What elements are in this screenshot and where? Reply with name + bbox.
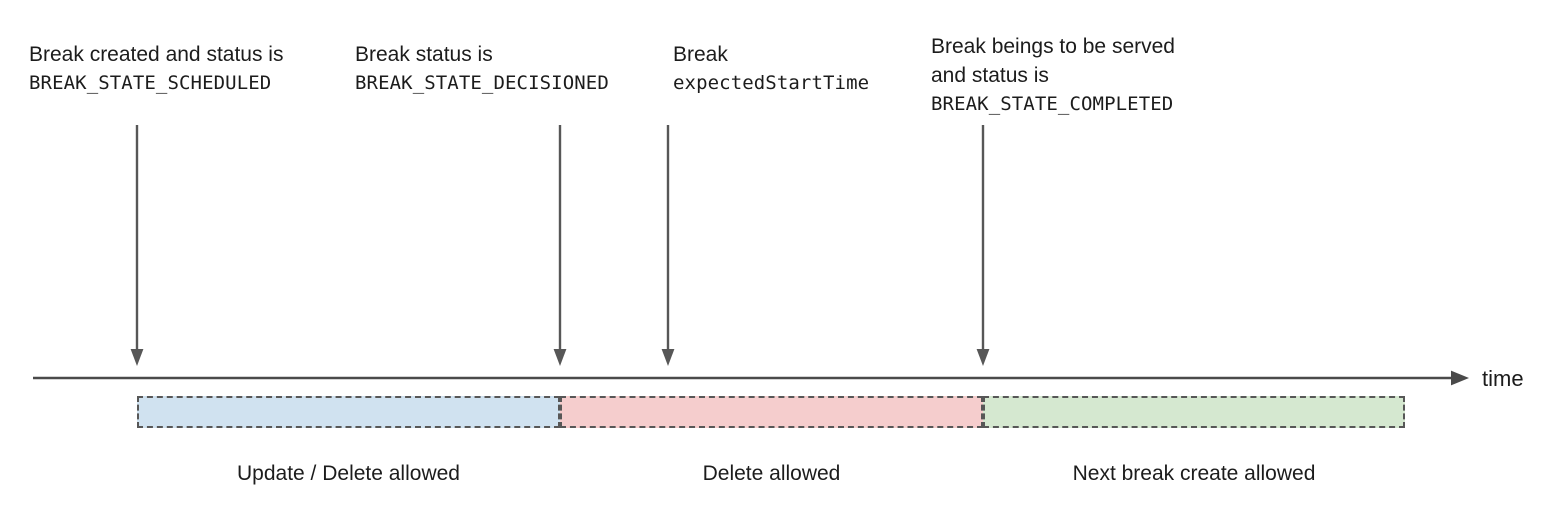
phase-caption-decisioned: Delete allowed xyxy=(702,462,841,485)
phase-caption-completed: Next break create allowed xyxy=(1072,462,1316,485)
annotation-completed-state: BREAK_STATE_COMPLETED xyxy=(931,93,1174,115)
annotation-expected-start-time-text: Break xyxy=(673,43,728,66)
annotation-decisioned: Break status is BREAK_STATE_DECISIONED xyxy=(355,40,609,98)
annotation-expected-start-time-field: expectedStartTime xyxy=(673,72,870,94)
phase-caption-scheduled: Update / Delete allowed xyxy=(237,462,460,485)
time-axis-label: time xyxy=(1482,366,1524,391)
arrow-down-icon xyxy=(553,125,567,367)
annotation-scheduled: Break created and status is BREAK_STATE_… xyxy=(29,40,283,98)
annotation-expected-start-time: Break expectedStartTime xyxy=(673,40,869,98)
arrow-down-icon xyxy=(661,125,675,367)
annotation-scheduled-state: BREAK_STATE_SCHEDULED xyxy=(29,72,272,94)
annotation-decisioned-state: BREAK_STATE_DECISIONED xyxy=(355,72,609,94)
annotation-decisioned-text: Break status is xyxy=(355,43,493,66)
annotation-completed-text-line1: Break beings to be served xyxy=(931,35,1175,58)
annotation-completed-text-line2: and status is xyxy=(931,64,1049,87)
phase-bar-completed xyxy=(983,396,1405,428)
annotation-completed: Break beings to be served and status is … xyxy=(931,32,1175,119)
phase-bar-decisioned xyxy=(560,396,983,428)
arrow-down-icon xyxy=(130,125,144,367)
annotation-scheduled-text: Break created and status is xyxy=(29,43,284,66)
time-axis xyxy=(33,362,1473,394)
phase-bar-scheduled xyxy=(137,396,560,428)
arrow-down-icon xyxy=(976,125,990,367)
